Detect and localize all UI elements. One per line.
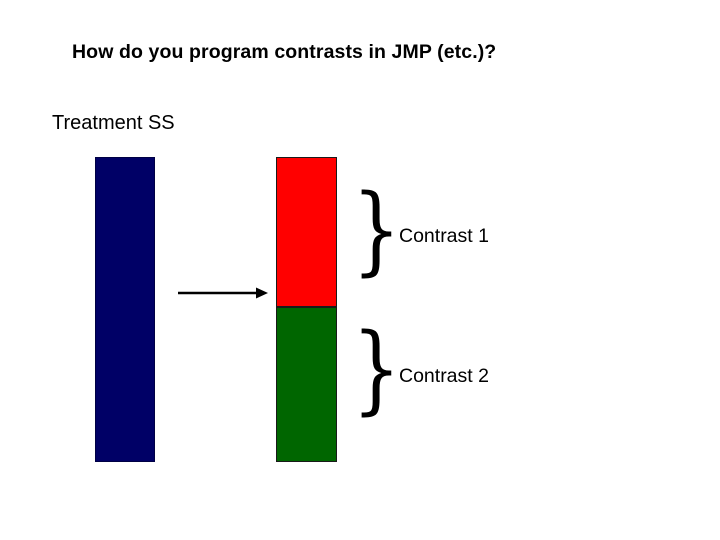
treatment-ss-bar xyxy=(95,157,155,462)
contrast-1-label: Contrast 1 xyxy=(399,225,489,247)
treatment-ss-label: Treatment SS xyxy=(52,112,175,134)
curly-brace-icon: } xyxy=(352,313,401,425)
contrast-1-segment xyxy=(276,157,337,307)
arrow-right-icon xyxy=(178,281,268,305)
contrast-partition-bar xyxy=(276,157,337,462)
page-title: How do you program contrasts in JMP (etc… xyxy=(72,41,497,63)
contrast-2-segment xyxy=(276,307,337,462)
curly-brace-icon: } xyxy=(352,174,401,286)
contrast-2-label: Contrast 2 xyxy=(399,365,489,387)
